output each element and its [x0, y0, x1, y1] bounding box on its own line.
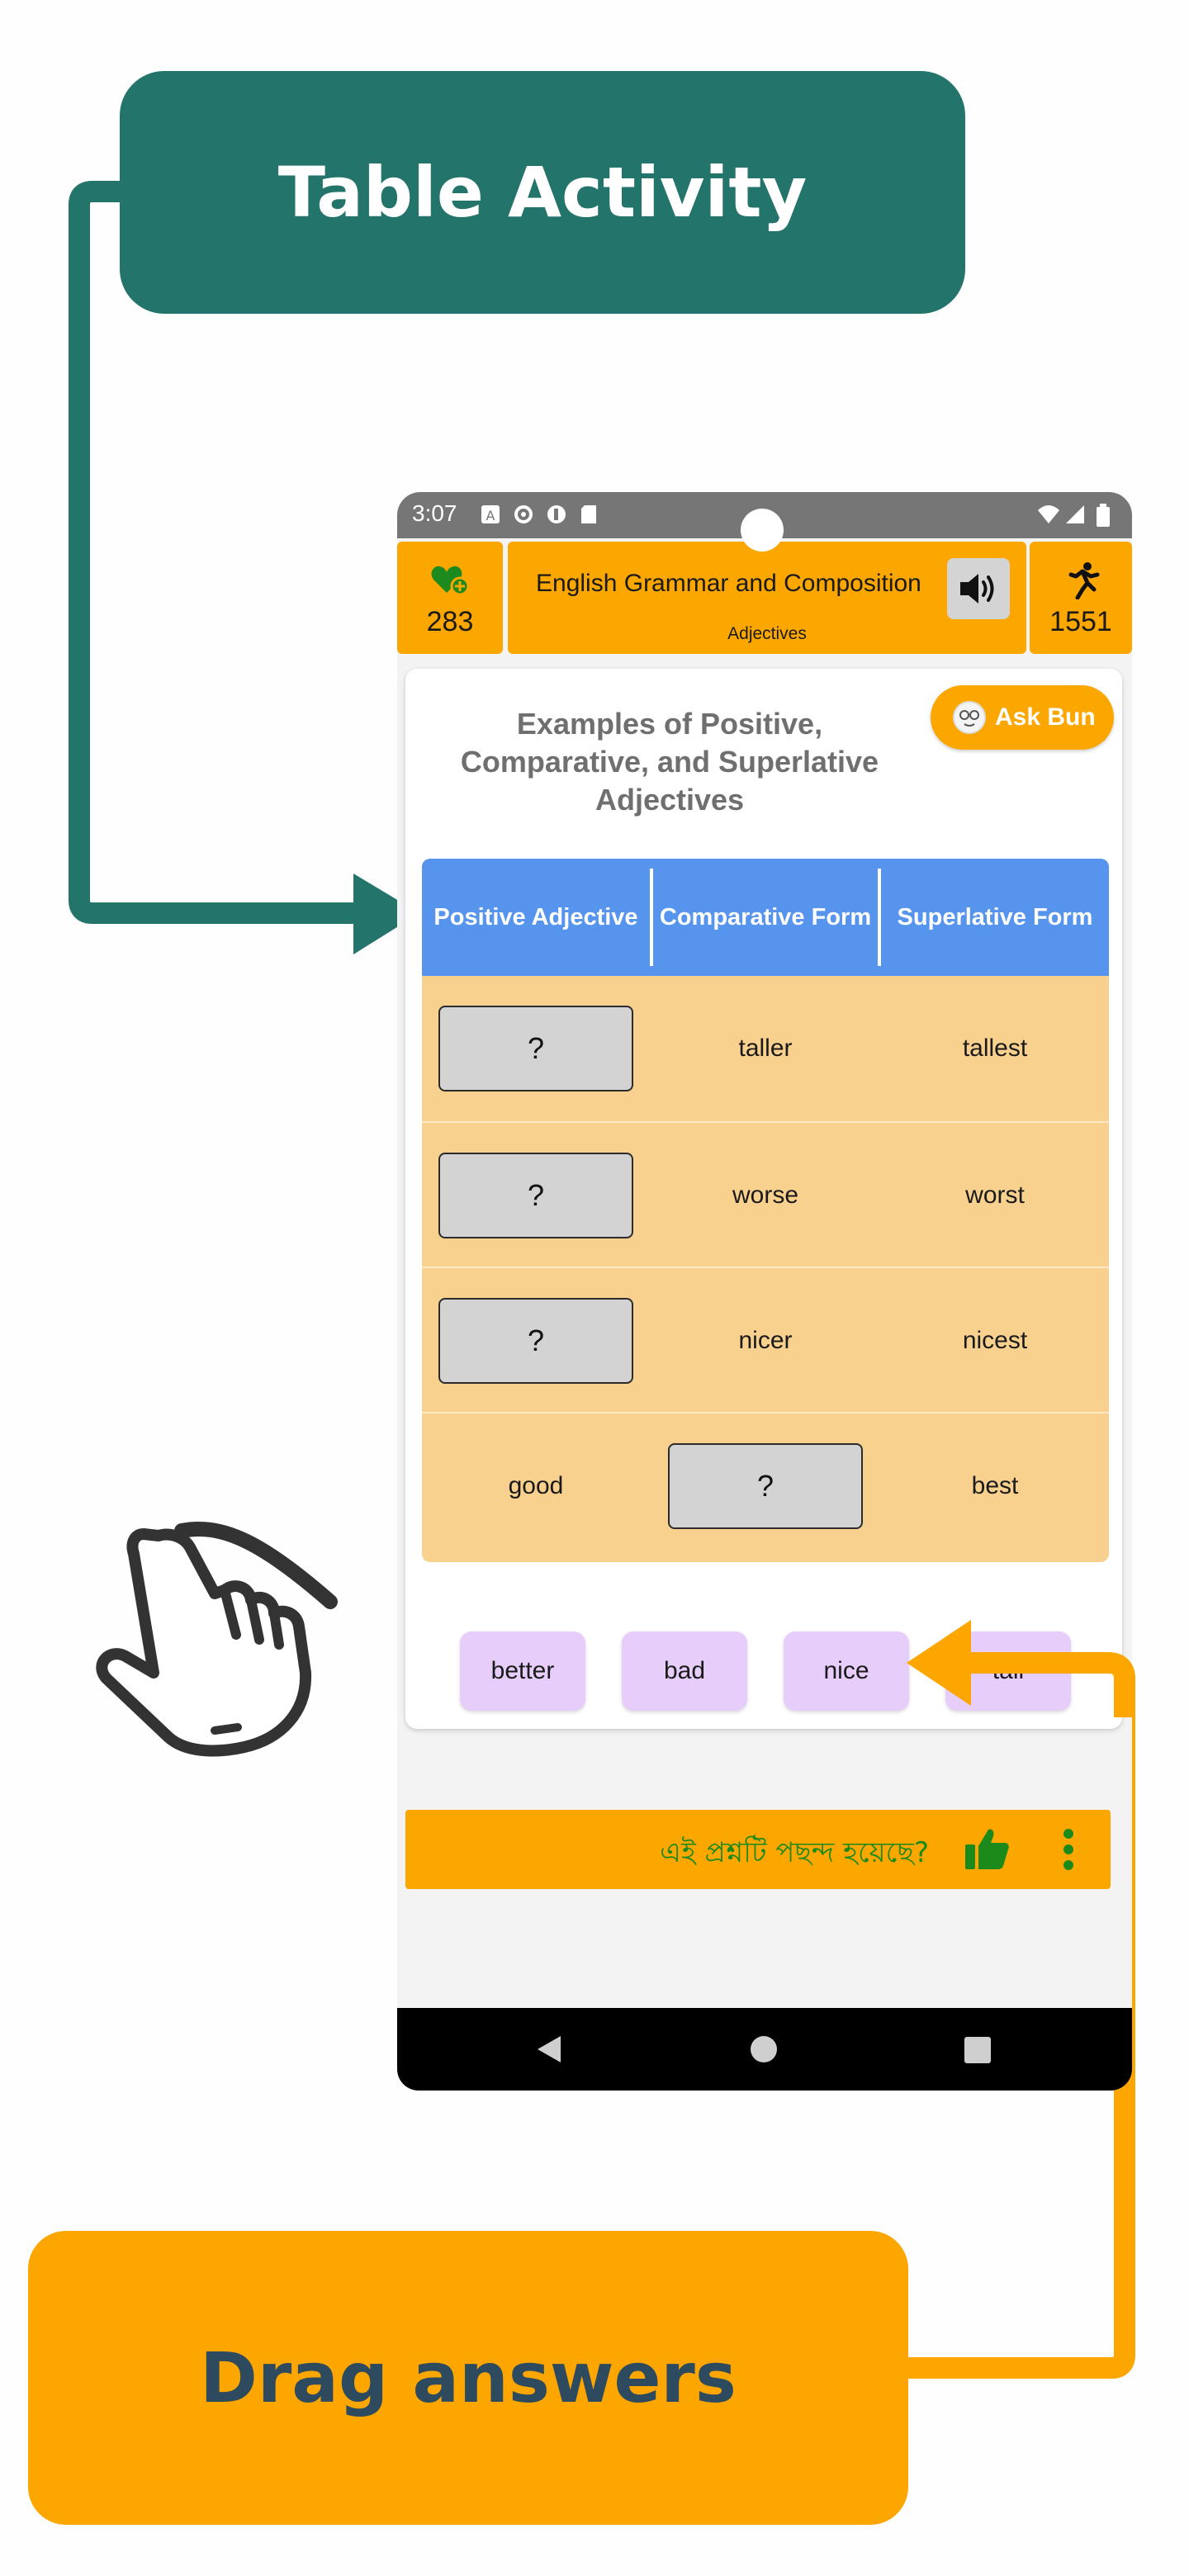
table-cell: best — [971, 1472, 1019, 1499]
thumbs-up-icon[interactable] — [964, 1826, 1010, 1871]
back-icon[interactable] — [536, 2034, 562, 2064]
table-cell: tallest — [962, 1035, 1028, 1062]
drop-slot[interactable]: ? — [438, 1298, 633, 1384]
signal-icon — [1064, 504, 1086, 525]
svg-text:A: A — [486, 508, 495, 523]
activity-card: Examples of Positive, Comparative, and S… — [405, 669, 1122, 1729]
table-cell: ? — [653, 1413, 878, 1559]
adjective-table: Positive Adjective Comparative Form Supe… — [422, 859, 1109, 1562]
teal-arrowhead — [353, 874, 419, 954]
row-separator — [422, 1412, 1109, 1413]
table-cell: ? — [422, 1123, 650, 1268]
app-icon — [546, 504, 567, 525]
hand-pointer-icon — [96, 1521, 338, 1757]
lives-count: 283 — [426, 606, 474, 637]
battery-icon — [1096, 504, 1117, 527]
choice-chip-nice[interactable]: nice — [784, 1631, 909, 1711]
table-cell: nicer — [738, 1327, 793, 1354]
header-positive: Positive Adjective — [433, 903, 638, 930]
callout-drag-answers-label: Drag answers — [200, 2337, 737, 2418]
header-divider — [650, 869, 653, 966]
a-icon: A — [480, 504, 501, 525]
course-title: English Grammar and Composition — [536, 570, 921, 597]
table-cell: ? — [422, 976, 650, 1121]
table-cell: worst — [965, 1181, 1025, 1209]
phone-screen: 3:07 A 283 — [397, 492, 1132, 2091]
orange-arrow-overlay — [907, 1620, 1135, 1717]
row-separator — [422, 1121, 1109, 1123]
settings-icon — [513, 504, 534, 525]
table-cell: good — [508, 1472, 564, 1499]
sound-button[interactable] — [947, 558, 1010, 619]
steps-counter[interactable]: 1551 — [1030, 542, 1132, 654]
choice-chip-better[interactable]: better — [460, 1631, 585, 1711]
choice-chip-bad[interactable]: bad — [622, 1631, 747, 1711]
camera-cutout — [741, 509, 784, 552]
ask-bun-button[interactable]: Ask Bun — [931, 685, 1114, 750]
navigation-bar — [397, 2008, 1132, 2091]
header-superlative: Superlative Form — [897, 903, 1093, 930]
heart-plus-icon — [430, 563, 470, 596]
more-vertical-icon[interactable] — [1063, 1828, 1074, 1871]
ask-bun-label: Ask Bun — [995, 703, 1096, 731]
callout-drag-answers: Drag answers — [28, 2231, 908, 2525]
drop-slot[interactable]: ? — [438, 1006, 633, 1091]
course-header: English Grammar and Composition Adjectiv… — [508, 542, 1026, 654]
table-header: Positive Adjective Comparative Form Supe… — [422, 859, 1109, 976]
lives-counter[interactable]: 283 — [397, 542, 503, 654]
table-cell: ? — [422, 1268, 650, 1413]
speaker-icon — [960, 574, 994, 604]
callout-table-activity-label: Table Activity — [277, 152, 808, 233]
steps-count: 1551 — [1049, 606, 1112, 637]
recents-icon[interactable] — [964, 2036, 992, 2064]
teal-connector — [69, 181, 363, 924]
home-icon[interactable] — [749, 2034, 779, 2064]
drop-slot[interactable]: ? — [668, 1443, 863, 1529]
course-subtitle: Adjectives — [727, 624, 807, 643]
status-time: 3:07 — [412, 500, 457, 526]
wifi-icon — [1036, 504, 1059, 525]
table-cell: taller — [738, 1035, 793, 1062]
header-divider — [878, 869, 881, 966]
runner-icon — [1064, 561, 1101, 599]
feedback-question: এই প্রশ্নটি পছন্দ হয়েছে? — [660, 1836, 929, 1869]
activity-title: Examples of Positive, Comparative, and S… — [460, 707, 879, 817]
feedback-bar: এই প্রশ্নটি পছন্দ হয়েছে? — [405, 1810, 1111, 1889]
sd-card-icon — [579, 504, 600, 525]
header-comparative: Comparative Form — [659, 903, 872, 930]
row-separator — [422, 1267, 1109, 1268]
table-cell: nicest — [962, 1327, 1028, 1354]
callout-table-activity: Table Activity — [120, 71, 965, 314]
bun-avatar-icon — [952, 700, 987, 735]
table-cell: worse — [732, 1181, 799, 1209]
drop-slot[interactable]: ? — [438, 1153, 633, 1238]
